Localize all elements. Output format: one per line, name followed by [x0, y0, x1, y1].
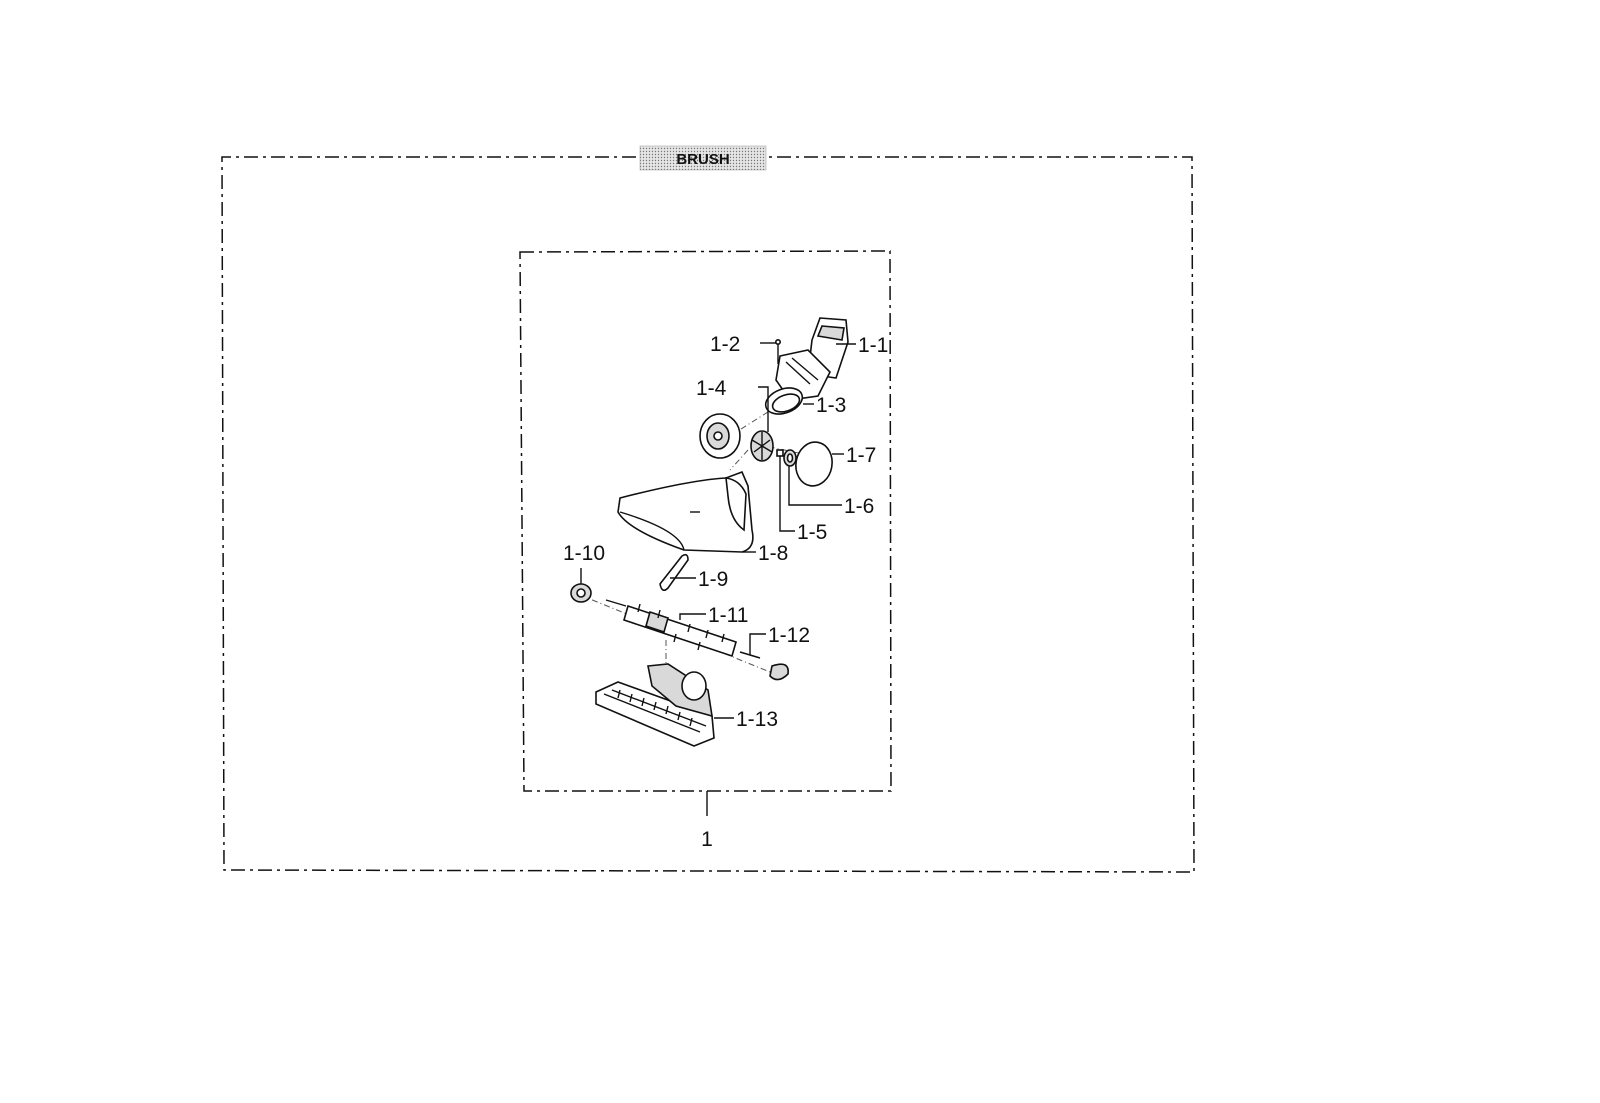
label-1-10: 1-10 [563, 542, 605, 565]
section-title-box: BRUSH [639, 145, 767, 171]
label-1-8: 1-8 [758, 542, 788, 565]
label-1-2: 1-2 [710, 333, 740, 356]
part-1-5-bushing [776, 449, 784, 457]
outer-frame [221, 156, 1195, 873]
leader-1-5 [779, 456, 795, 532]
part-1-13-base [595, 663, 715, 747]
label-1-13: 1-13 [736, 708, 778, 731]
part-1-2-screw [774, 338, 781, 364]
part-1-1-neck-joint [775, 317, 849, 401]
part-1-4-turbine [750, 430, 774, 462]
part-1-9-belt [659, 553, 689, 592]
part-1-8-upper-housing [617, 470, 754, 553]
label-1-1: 1-1 [858, 334, 888, 357]
part-1-6-bearing [783, 449, 797, 467]
label-1-5: 1-5 [797, 521, 827, 544]
label-1-9: 1-9 [698, 568, 728, 591]
label-1-11: 1-11 [708, 604, 748, 627]
label-1-6: 1-6 [844, 495, 874, 518]
leader-1-11 [679, 613, 706, 620]
part-1-12-pin [739, 651, 789, 681]
label-1-3: 1-3 [816, 394, 846, 417]
part-1-3-ring [764, 387, 804, 415]
leader-1-4 [758, 386, 769, 432]
leader-1-6 [788, 466, 842, 506]
part-1-4-turbine-cover [699, 413, 741, 459]
part-1-7-side-cover [795, 441, 833, 487]
assembly-label: 1 [701, 828, 713, 851]
label-1-4: 1-4 [696, 377, 727, 400]
part-1-10-end-cap [570, 583, 592, 603]
label-1-7: 1-7 [846, 444, 876, 467]
leader-1-12 [749, 633, 766, 655]
label-1-12: 1-12 [768, 624, 810, 647]
section-title: BRUSH [676, 151, 729, 168]
inner-frame [519, 250, 892, 792]
part-1-11-brush-roll [605, 599, 737, 658]
